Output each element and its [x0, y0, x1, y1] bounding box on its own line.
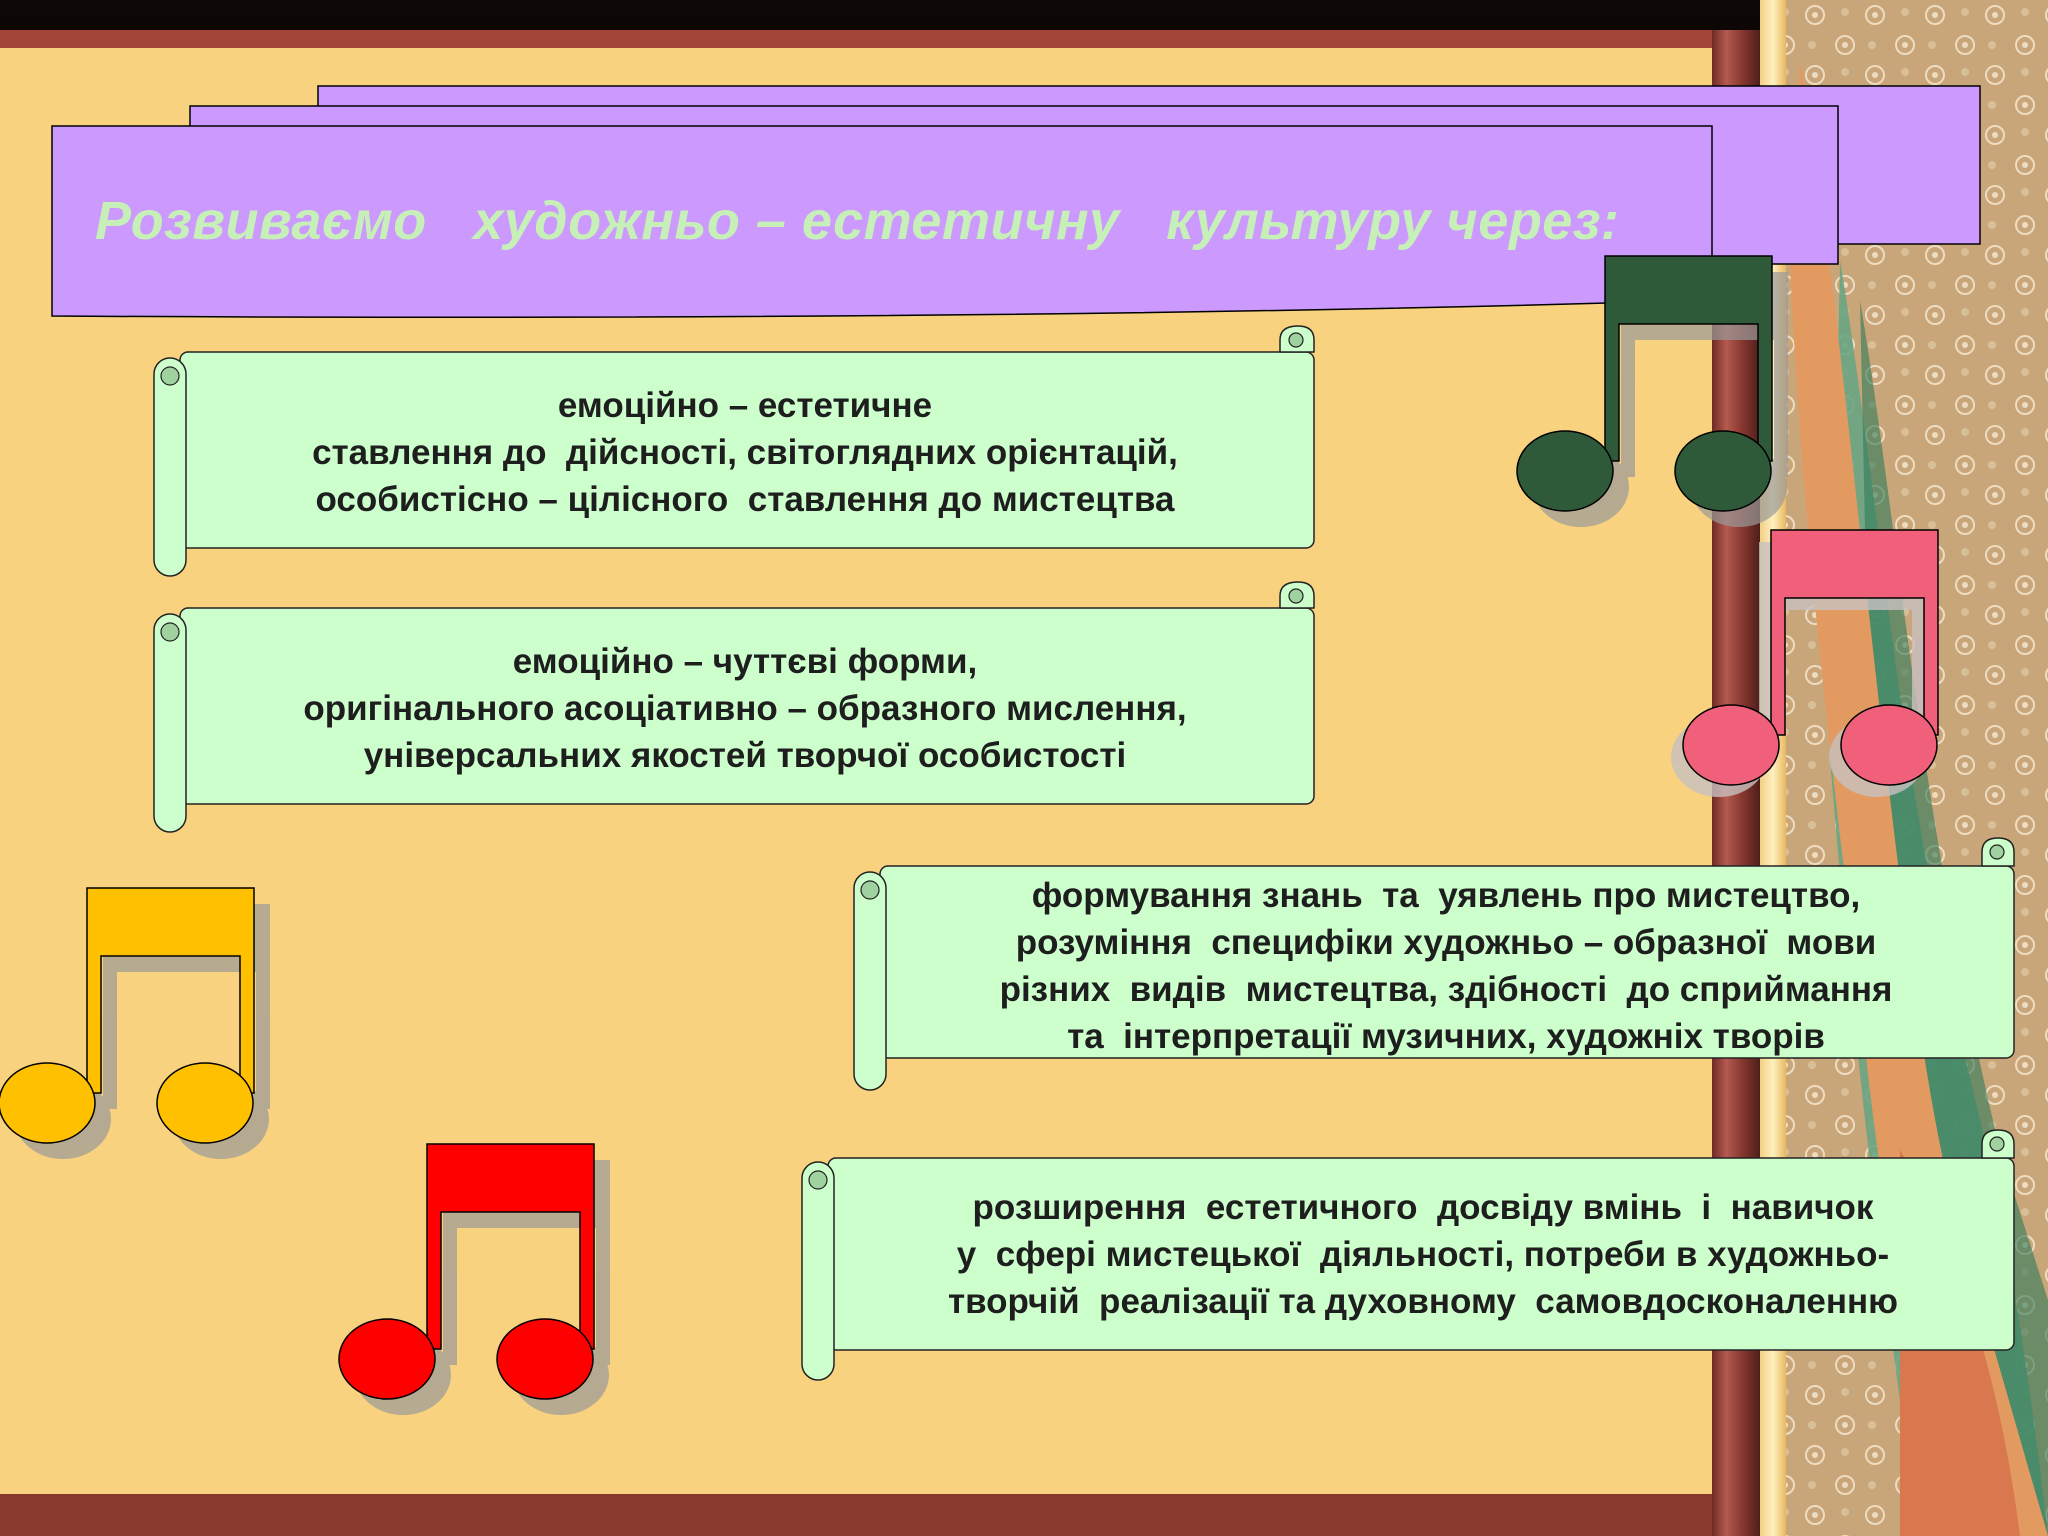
scroll-3-text: формування знань та уявлень про мистецтв… — [896, 872, 1996, 1060]
scroll-1-text: емоційно – естетичне ставлення до дійсно… — [200, 382, 1290, 523]
scroll-4 — [801, 1129, 2015, 1381]
music-note-icon — [0, 887, 270, 1159]
scroll-4-line-2: у сфері мистецької діяльності, потреби в… — [956, 1235, 1890, 1274]
scroll-3-line-3: різних видів мистецтва, здібності до спр… — [999, 970, 1893, 1009]
scroll-3-line-2: розуміння специфіки художньо – образної … — [1015, 923, 1877, 962]
scroll-3-line-1: формування знань та уявлень про мистецтв… — [1031, 876, 1861, 915]
scroll-1 — [153, 325, 1315, 577]
music-note-icon — [338, 1143, 610, 1415]
music-note-icon — [1516, 255, 1788, 527]
music-note-icon — [1671, 529, 1939, 797]
scroll-2-line-3: універсальних якостей творчої особистост… — [363, 736, 1127, 775]
scroll-1-line-1: емоційно – естетичне — [557, 386, 933, 425]
scroll-2 — [153, 581, 1315, 833]
scroll-4-line-1: розширення естетичного досвіду вмінь і н… — [972, 1188, 1874, 1227]
scroll-1-line-2: ставлення до дійсності, світоглядних орі… — [312, 433, 1178, 472]
scroll-4-text: розширення естетичного досвіду вмінь і н… — [848, 1184, 1998, 1325]
scroll-3-line-4: та інтерпретації музичних, художніх твор… — [1067, 1017, 1825, 1056]
scroll-1-line-3: особистісно – цілісного ставлення до мис… — [315, 480, 1175, 519]
scroll-2-text: емоційно – чуттєві форми, оригінального … — [200, 638, 1290, 779]
scroll-4-line-3: творчій реалізації та духовному самовдос… — [947, 1282, 1899, 1321]
scroll-2-line-2: оригінального асоціативно – образного ми… — [303, 689, 1187, 728]
scroll-2-line-1: емоційно – чуттєві форми, — [512, 642, 978, 681]
slide-title: Розвиваємо художньо – естетичну культуру… — [95, 191, 1620, 251]
scroll-3 — [853, 837, 2015, 1091]
